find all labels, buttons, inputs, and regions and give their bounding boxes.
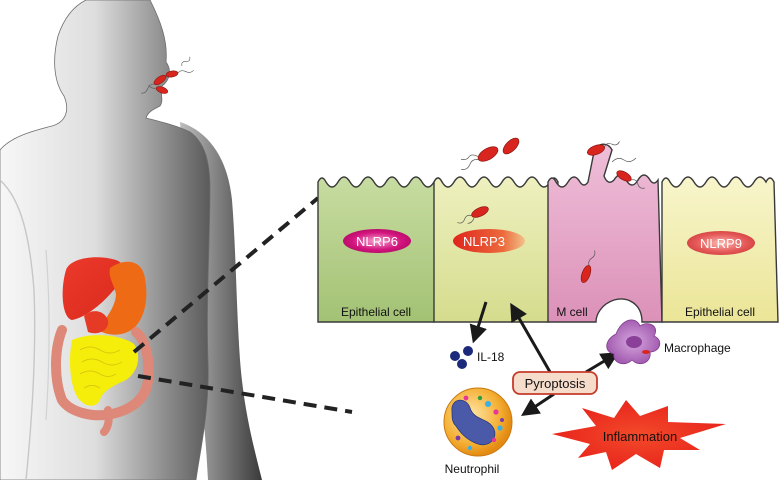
stomach-lower [84,311,109,334]
liver-organ [62,257,124,320]
arrows [469,301,620,416]
neutrophil-label: Neutrophil [445,462,500,476]
bacteria-near-mouth [141,56,194,94]
arrow-pyroptosis-to-macrophage [585,352,620,374]
zoom-line-lower [137,374,353,414]
m-cell [547,143,663,323]
zoom-line-upper [132,196,320,354]
epithelial-cell-right-label: Epithelial cell [685,305,755,319]
bacterium-in-nlrp3-cell [457,206,489,224]
inflammation-burst: Inflammation [552,400,726,470]
small-intestine-folds [79,346,123,389]
pyroptosis-box: Pyroptosis [512,371,598,395]
pyroptosis-label: Pyroptosis [525,376,586,391]
arrow-pyroptosis-to-neutrophil [521,392,555,416]
nlrp9-oval: NLRP9 [687,231,755,255]
nlrp3-label: NLRP3 [463,234,505,249]
arrow-pyroptosis-to-nlrp3 [510,302,552,373]
stomach-organ [98,261,147,335]
neutrophil-cell: Neutrophil [443,387,513,476]
inflammation-label: Inflammation [603,429,677,444]
macrophage-cell: Macrophage [606,319,731,365]
human-arm-left-contour [0,179,36,481]
arrow-to-il18 [469,301,488,344]
m-cell-label: M cell [556,305,587,319]
bacteria-luminal [460,137,645,189]
rectum [100,406,113,436]
digestive-organs [51,257,154,436]
il18-cluster: IL-18 [450,346,505,369]
epithelial-cell-left-label: Epithelial cell [341,305,411,319]
small-intestine [70,335,139,406]
il18-label: IL-18 [477,350,505,364]
human-arm-left-contour-inner [45,249,50,421]
macrophage-label: Macrophage [664,341,731,355]
nlrp9-label: NLRP9 [700,236,742,251]
bacterium-in-m-cell [580,250,596,283]
nlrp6-oval: NLRP6 [343,229,411,253]
zoom-lines [132,196,353,414]
inflammation-starburst [552,400,726,470]
nlrp3-oval: NLRP3 [453,229,525,253]
nlrp6-label: NLRP6 [356,234,398,249]
